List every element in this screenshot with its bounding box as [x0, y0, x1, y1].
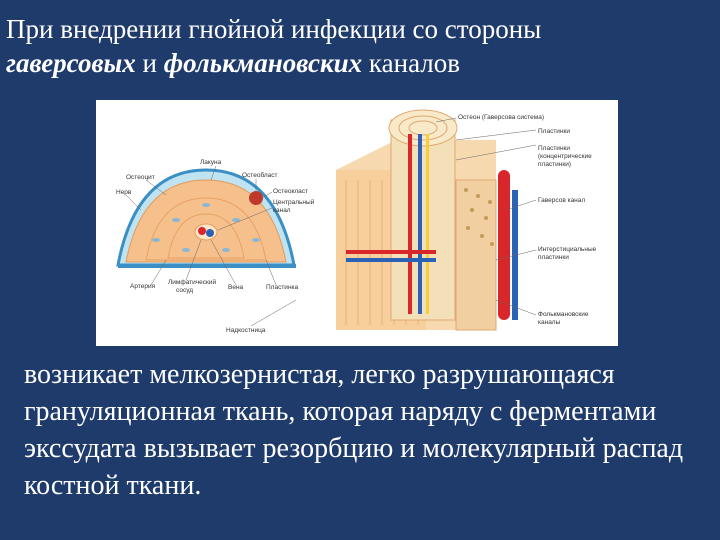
label-vein: Вена	[228, 284, 244, 291]
label-lacuna: Лакуна	[200, 159, 222, 166]
label-volkmann-2: каналы	[538, 319, 561, 326]
title-end: каналов	[362, 48, 461, 78]
slide-body-text: возникает мелкозернистая, легко разрушаю…	[24, 359, 684, 501]
label-lamella: Пластинка	[266, 284, 299, 291]
label-interstitial-2: пластинки	[538, 254, 569, 261]
label-interstitial-1: Интерстициальные	[538, 246, 597, 253]
slide-title: При внедрении гнойной инфекции со сторон…	[6, 12, 706, 80]
osteon-cross-section	[116, 168, 296, 268]
title-line-1: При внедрении гнойной инфекции со сторон…	[6, 14, 542, 44]
bone-block-3d	[336, 109, 518, 331]
title-and: и	[135, 48, 164, 78]
label-volkmann-1: Фолькмановские	[538, 311, 589, 318]
bone-diagram-svg: Лакуна Остеобласт Остеоцит Нерв Остеокла…	[116, 109, 597, 334]
label-central-canal-1: Центральный	[273, 198, 315, 206]
label-osteoblast: Остеобласт	[242, 171, 278, 179]
label-haversian-canal: Гаверсов канал	[538, 197, 585, 204]
label-concentric-2: (концентрические	[538, 153, 592, 160]
label-osteoclast: Остеокласт	[273, 188, 308, 195]
label-osteon: Остеон (Гаверсова система)	[458, 114, 544, 121]
label-nerve: Нерв	[116, 189, 132, 196]
title-haversian: гаверсовых	[6, 48, 136, 78]
bone-structure-illustration: Лакуна Остеобласт Остеоцит Нерв Остеокла…	[96, 100, 618, 346]
label-artery: Артерия	[130, 283, 156, 290]
label-lymph-1: Лимфатический	[168, 278, 217, 286]
label-periosteum: Надкостница	[226, 327, 266, 334]
label-lymph-2: сосуд	[176, 287, 193, 294]
label-plates: Пластинки	[538, 128, 570, 135]
title-volkmann: фолькмановских	[163, 48, 363, 78]
label-concentric-1: Пластинки	[538, 145, 570, 152]
label-concentric-3: пластинки)	[538, 161, 571, 168]
label-osteocyte: Остеоцит	[126, 174, 155, 181]
label-central-canal-2: канал	[273, 207, 291, 214]
